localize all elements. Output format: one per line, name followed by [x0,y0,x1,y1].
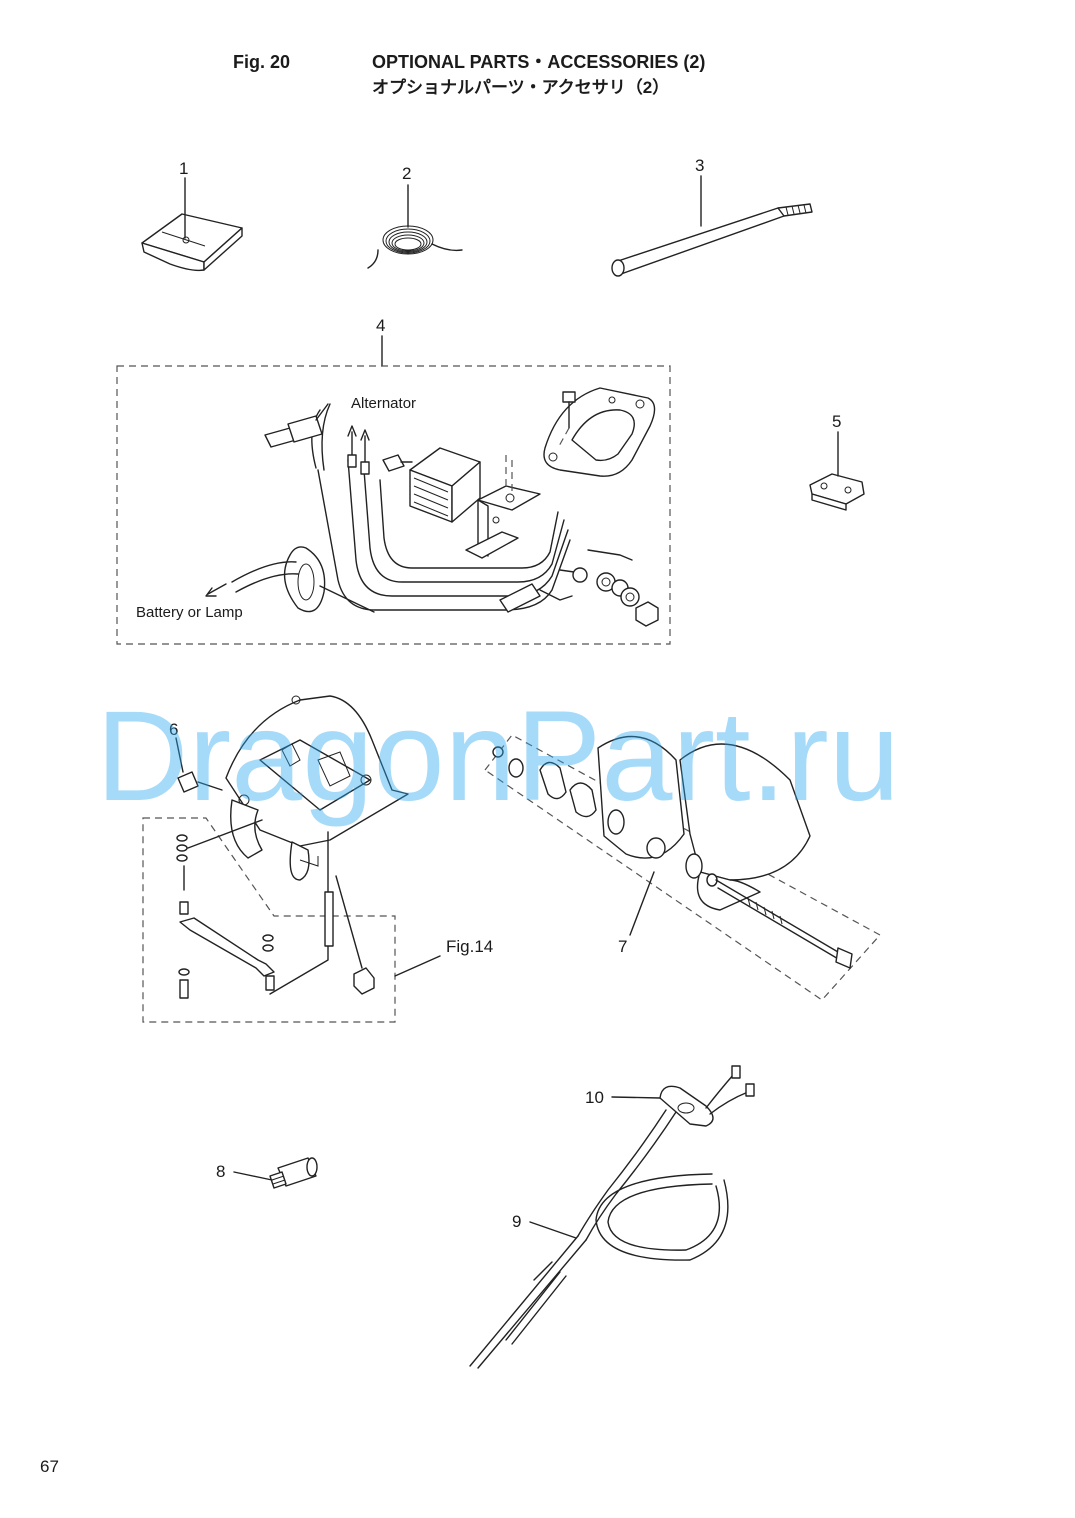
callout-10: 10 [585,1088,604,1107]
title-en: OPTIONAL PARTS・ACCESSORIES (2) [372,52,705,72]
label-battery-or-lamp: Battery or Lamp [136,604,243,621]
part-10-grommet [611,1065,755,1127]
callout-5: 5 [832,412,841,431]
part-4-wiring-kit [205,387,659,627]
watermark: DragonPart.ru [96,685,900,828]
page-number: 67 [40,1457,59,1476]
part-1-pad [141,177,243,272]
part-7-clamp-kit [484,734,881,1001]
part-6-assembly [142,695,441,1023]
callout-9: 9 [512,1212,521,1231]
callout-4: 4 [376,316,385,335]
label-fig-14: Fig.14 [446,937,493,956]
callout-2: 2 [402,164,411,183]
part-3-shaft [611,175,813,277]
callout-8: 8 [216,1162,225,1181]
callout-3: 3 [695,156,704,175]
part-2-spring [367,184,463,269]
wiring-kit-box [116,365,671,645]
part-9-cable [469,1109,729,1369]
fig-number: Fig. 20 [233,52,290,72]
part-8-adapter [233,1157,318,1189]
label-alternator: Alternator [351,395,416,412]
part-5-plate [809,431,865,511]
callout-6: 6 [169,720,178,739]
title-ja: オプショナルパーツ・アクセサリ（2） [372,77,669,97]
callout-7: 7 [618,937,627,956]
callout-1: 1 [179,159,188,178]
